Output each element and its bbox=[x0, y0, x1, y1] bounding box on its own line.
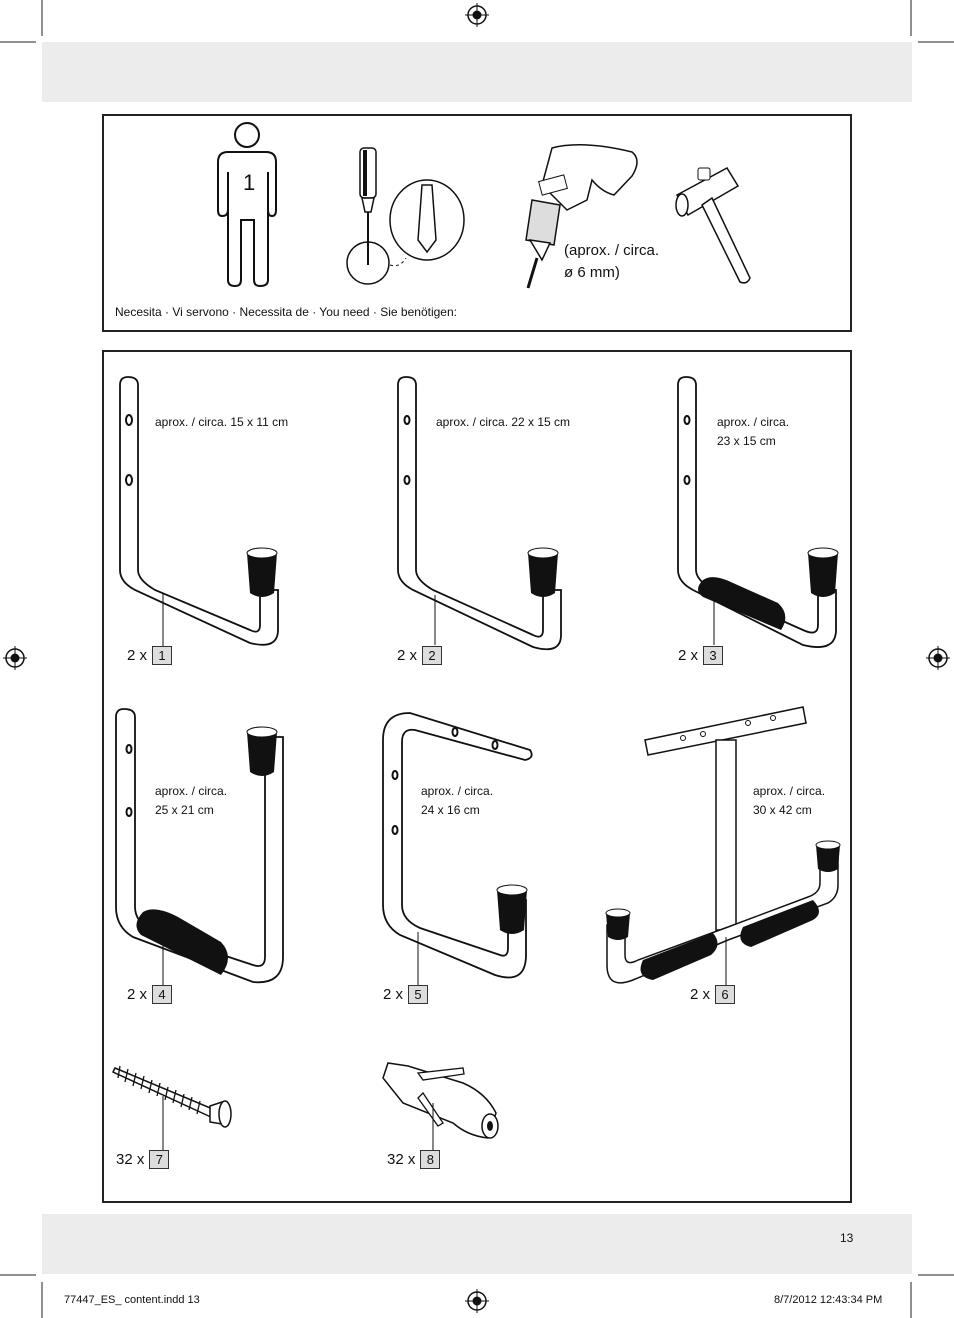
hook-icon bbox=[397, 376, 562, 651]
page-number: 13 bbox=[840, 1231, 854, 1245]
part-number: 4 bbox=[152, 985, 173, 1004]
hook-icon bbox=[115, 708, 284, 987]
part-quantity: 32 x bbox=[387, 1151, 416, 1168]
screw-icon bbox=[111, 1065, 232, 1152]
part-dimension: aprox. / circa. 15 x 11 cm bbox=[155, 415, 289, 429]
part-dimension: aprox. / circa. 24 x 16 cm bbox=[421, 784, 494, 817]
part-quantity-label: 2 x 3 bbox=[678, 646, 724, 665]
part-number: 8 bbox=[420, 1150, 441, 1169]
part-quantity-label: 2 x 2 bbox=[397, 646, 443, 665]
print-timestamp: 8/7/2012 12:43:34 PM bbox=[774, 1294, 883, 1306]
header-band bbox=[42, 42, 912, 102]
hammer-icon bbox=[675, 167, 751, 284]
part-dimension: aprox. / circa. 30 x 42 cm bbox=[753, 784, 826, 817]
screwdriver-icon bbox=[346, 147, 465, 285]
part-quantity: 2 x bbox=[383, 986, 404, 1003]
part-quantity: 2 x bbox=[127, 986, 148, 1003]
part-dimension: aprox. / circa. 22 x 15 cm bbox=[436, 415, 571, 429]
registration-mark-icon bbox=[465, 3, 489, 27]
hook-icon bbox=[605, 706, 841, 990]
registration-mark-icon bbox=[926, 646, 950, 670]
part-number: 6 bbox=[715, 985, 736, 1004]
part-quantity-label: 2 x 5 bbox=[383, 985, 429, 1004]
part-number: 3 bbox=[703, 646, 724, 665]
hook-icon bbox=[119, 376, 279, 665]
part-quantity: 2 x bbox=[678, 647, 699, 664]
part-quantity: 2 x bbox=[690, 986, 711, 1003]
part-dimension: aprox. / circa. 25 x 21 cm bbox=[155, 784, 228, 817]
part-quantity: 2 x bbox=[127, 647, 148, 664]
part-quantity-label: 2 x 1 bbox=[127, 646, 173, 665]
hook-icon bbox=[677, 376, 839, 648]
part-quantity-label: 2 x 4 bbox=[127, 985, 173, 1004]
registration-mark-icon bbox=[465, 1289, 489, 1313]
part-number: 5 bbox=[408, 985, 429, 1004]
drill-bit-size: (aprox. / circa. ø 6 mm) bbox=[564, 242, 660, 281]
registration-mark-icon bbox=[3, 646, 27, 670]
person-count: 1 bbox=[243, 170, 256, 195]
part-number: 7 bbox=[149, 1150, 170, 1169]
part-quantity: 32 x bbox=[116, 1151, 145, 1168]
drill-icon bbox=[525, 144, 638, 289]
part-quantity: 2 x bbox=[397, 647, 418, 664]
hook-icon bbox=[382, 712, 533, 985]
part-number: 2 bbox=[422, 646, 443, 665]
part-quantity-label: 2 x 6 bbox=[690, 985, 736, 1004]
person-icon bbox=[217, 122, 277, 288]
you-need-label: Necesita · Vi servono · Necessita de · Y… bbox=[115, 305, 457, 319]
part-dimension: aprox. / circa. 23 x 15 cm bbox=[717, 415, 790, 448]
wall-plug-icon bbox=[382, 1062, 499, 1150]
footer-band bbox=[42, 1214, 912, 1274]
part-quantity-label: 32 x 7 bbox=[116, 1150, 170, 1169]
part-quantity-label: 32 x 8 bbox=[387, 1150, 441, 1169]
part-number: 1 bbox=[152, 646, 173, 665]
file-info: 77447_ES_ content.indd 13 bbox=[64, 1294, 200, 1306]
